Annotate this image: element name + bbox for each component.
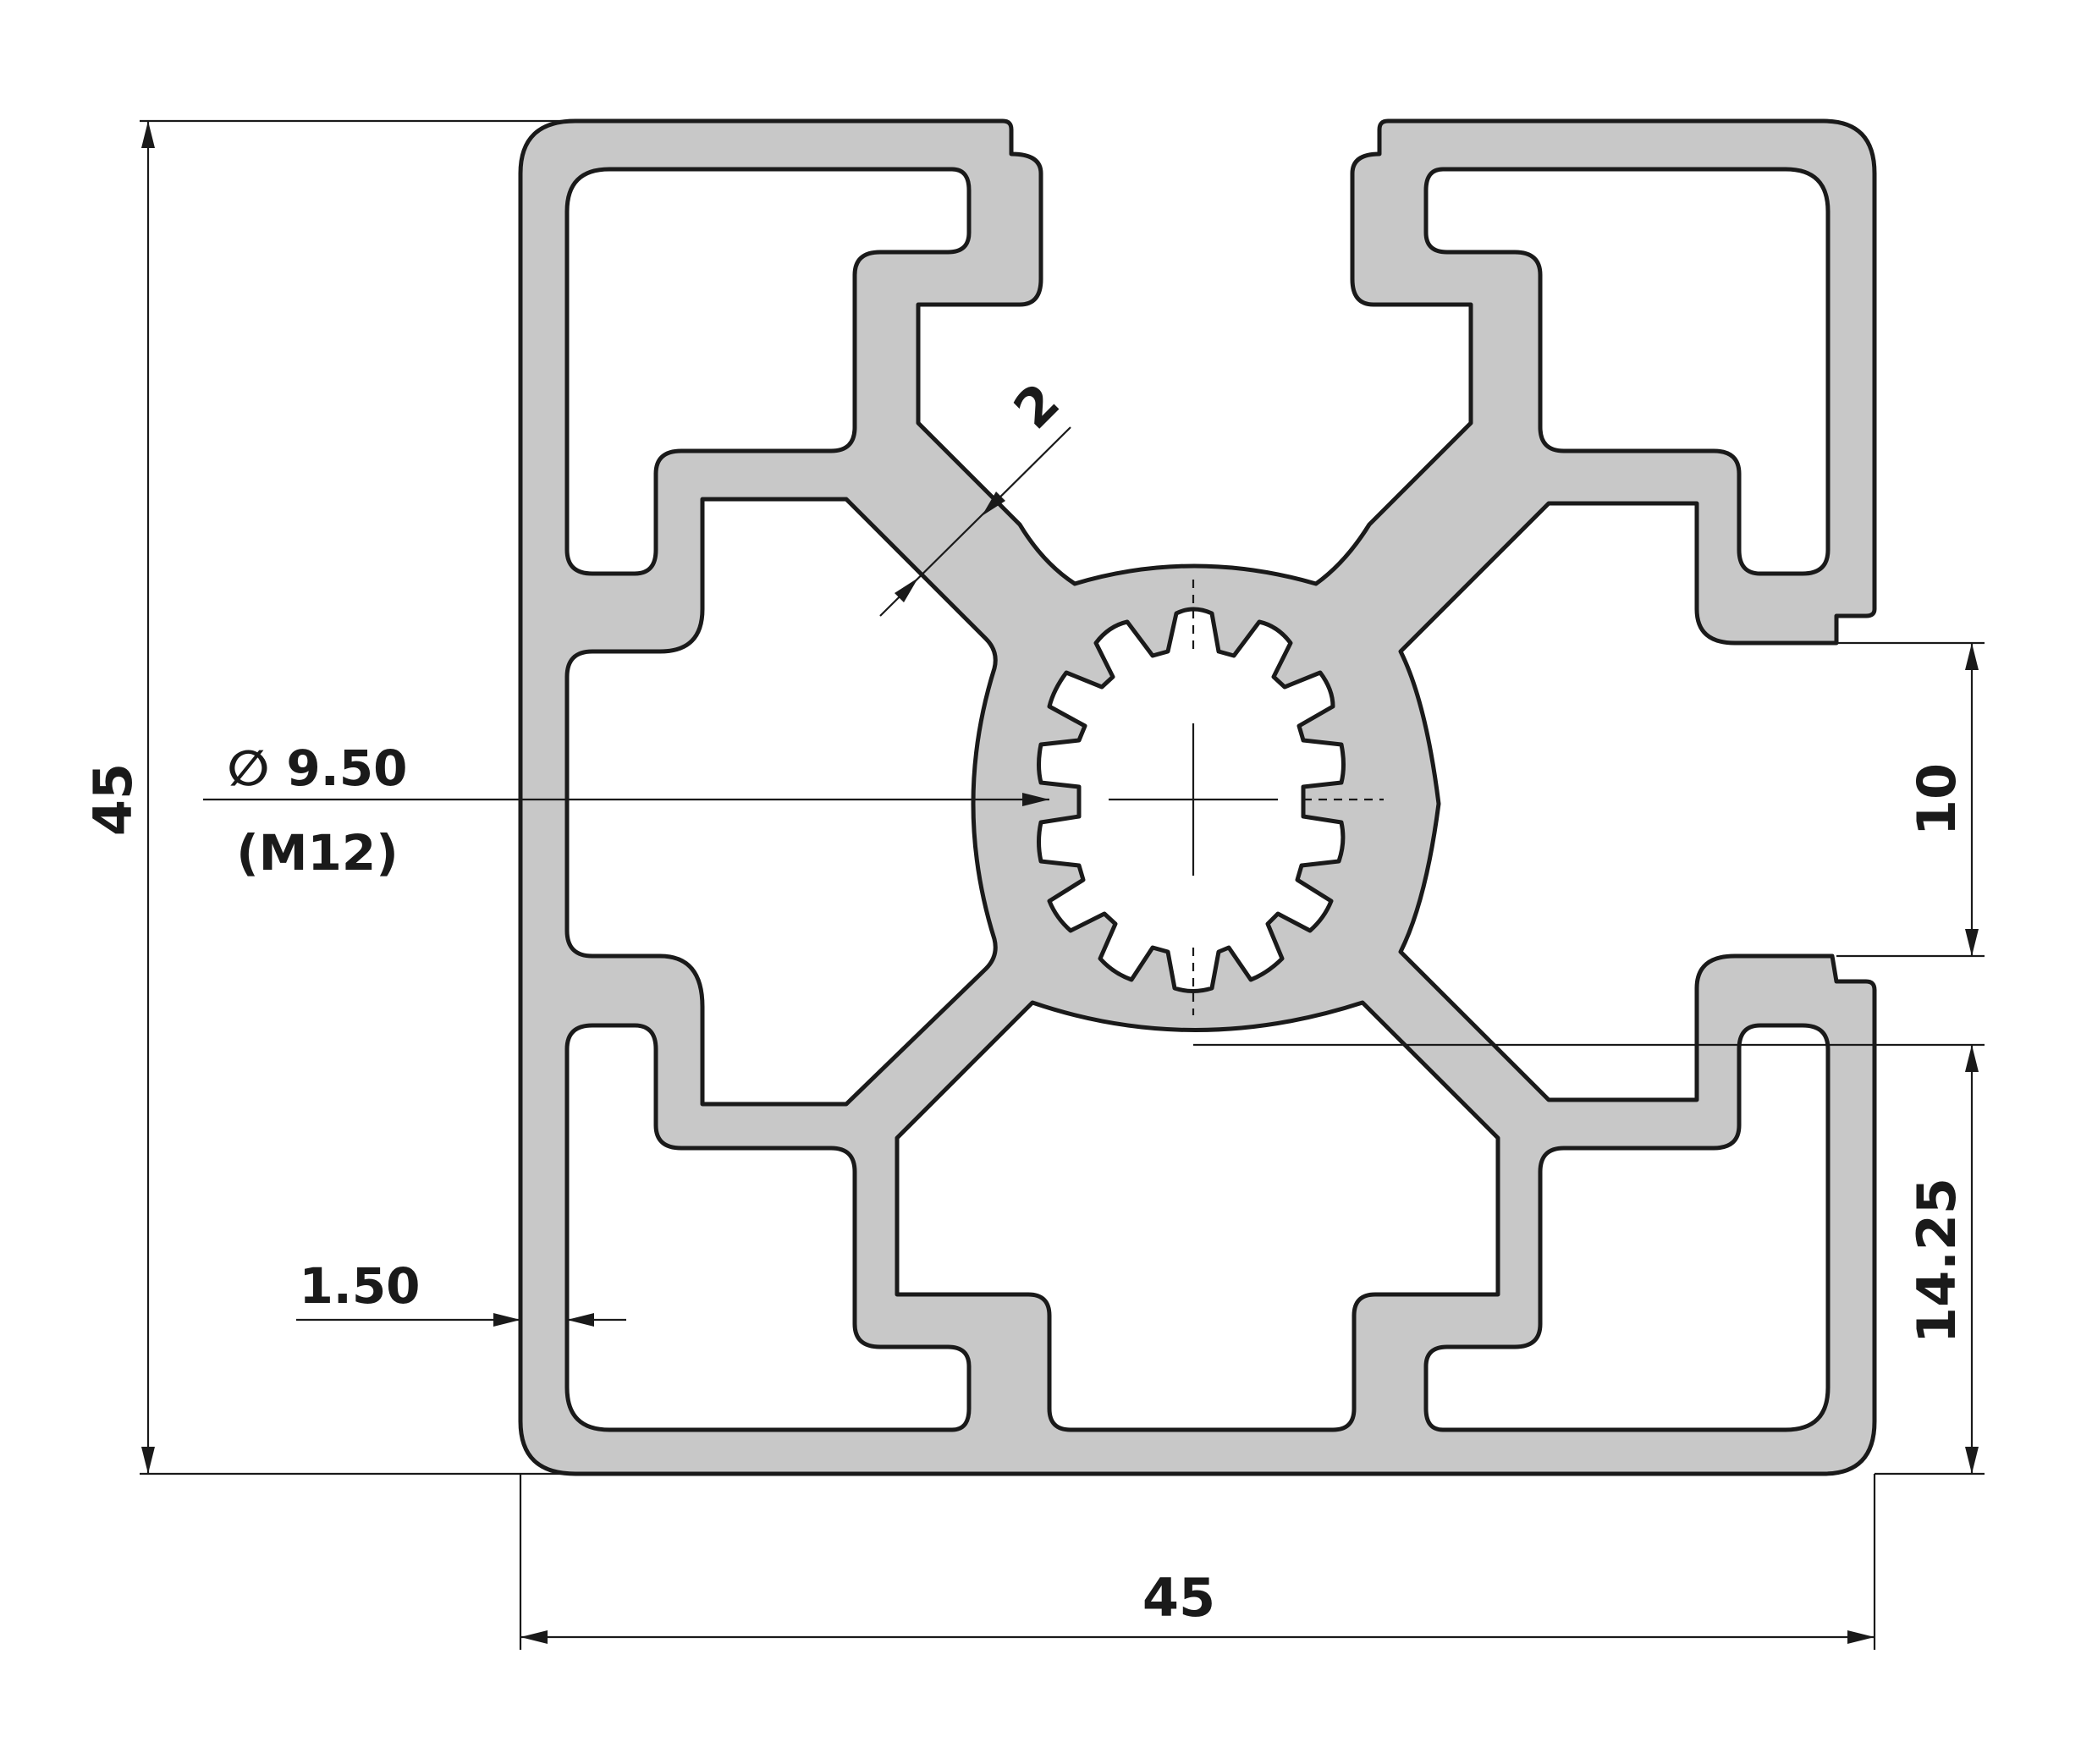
cavity-bottom-right <box>1423 1023 1831 1432</box>
dim-width-arrow-left <box>520 1630 548 1644</box>
cavity-top-left <box>564 167 972 576</box>
dim-slot-arrow-bottom <box>1965 929 1979 956</box>
cavity-bottom-left <box>564 1023 972 1432</box>
dim-height-arrow-bottom <box>141 1447 155 1474</box>
dim-slot-arrow-top <box>1965 643 1979 670</box>
dim-width-arrow-right <box>1847 1630 1875 1644</box>
dim-wall-arrow-left <box>493 1313 520 1327</box>
dim-height-arrow-top <box>141 121 155 148</box>
dim-wall-arrow-right <box>567 1313 594 1327</box>
dim-offset-label: 14.25 <box>1906 1178 1968 1344</box>
dim-offset-arrow-bottom <box>1965 1447 1979 1474</box>
cavity-bottom-slot <box>895 1000 1500 1432</box>
dim-thread-label: (M12) <box>236 824 398 882</box>
dim-wall-label: 1.50 <box>299 1257 420 1315</box>
cavity-top-right <box>1423 167 1831 576</box>
dim-bore-arrow <box>1022 793 1049 806</box>
dim-height-label: 45 <box>82 763 144 836</box>
dim-web-label: 2 <box>1002 371 1071 441</box>
dim-bore-label: ∅ 9.50 <box>228 739 408 797</box>
dim-slot-label: 10 <box>1906 763 1968 836</box>
dim-offset-arrow-top <box>1965 1045 1979 1072</box>
dim-width-label: 45 <box>1142 1567 1215 1629</box>
dim-web-arrow-1 <box>895 578 918 602</box>
cavity-left-slot <box>564 497 998 1107</box>
dim-web-arrow-2 <box>982 492 1005 516</box>
